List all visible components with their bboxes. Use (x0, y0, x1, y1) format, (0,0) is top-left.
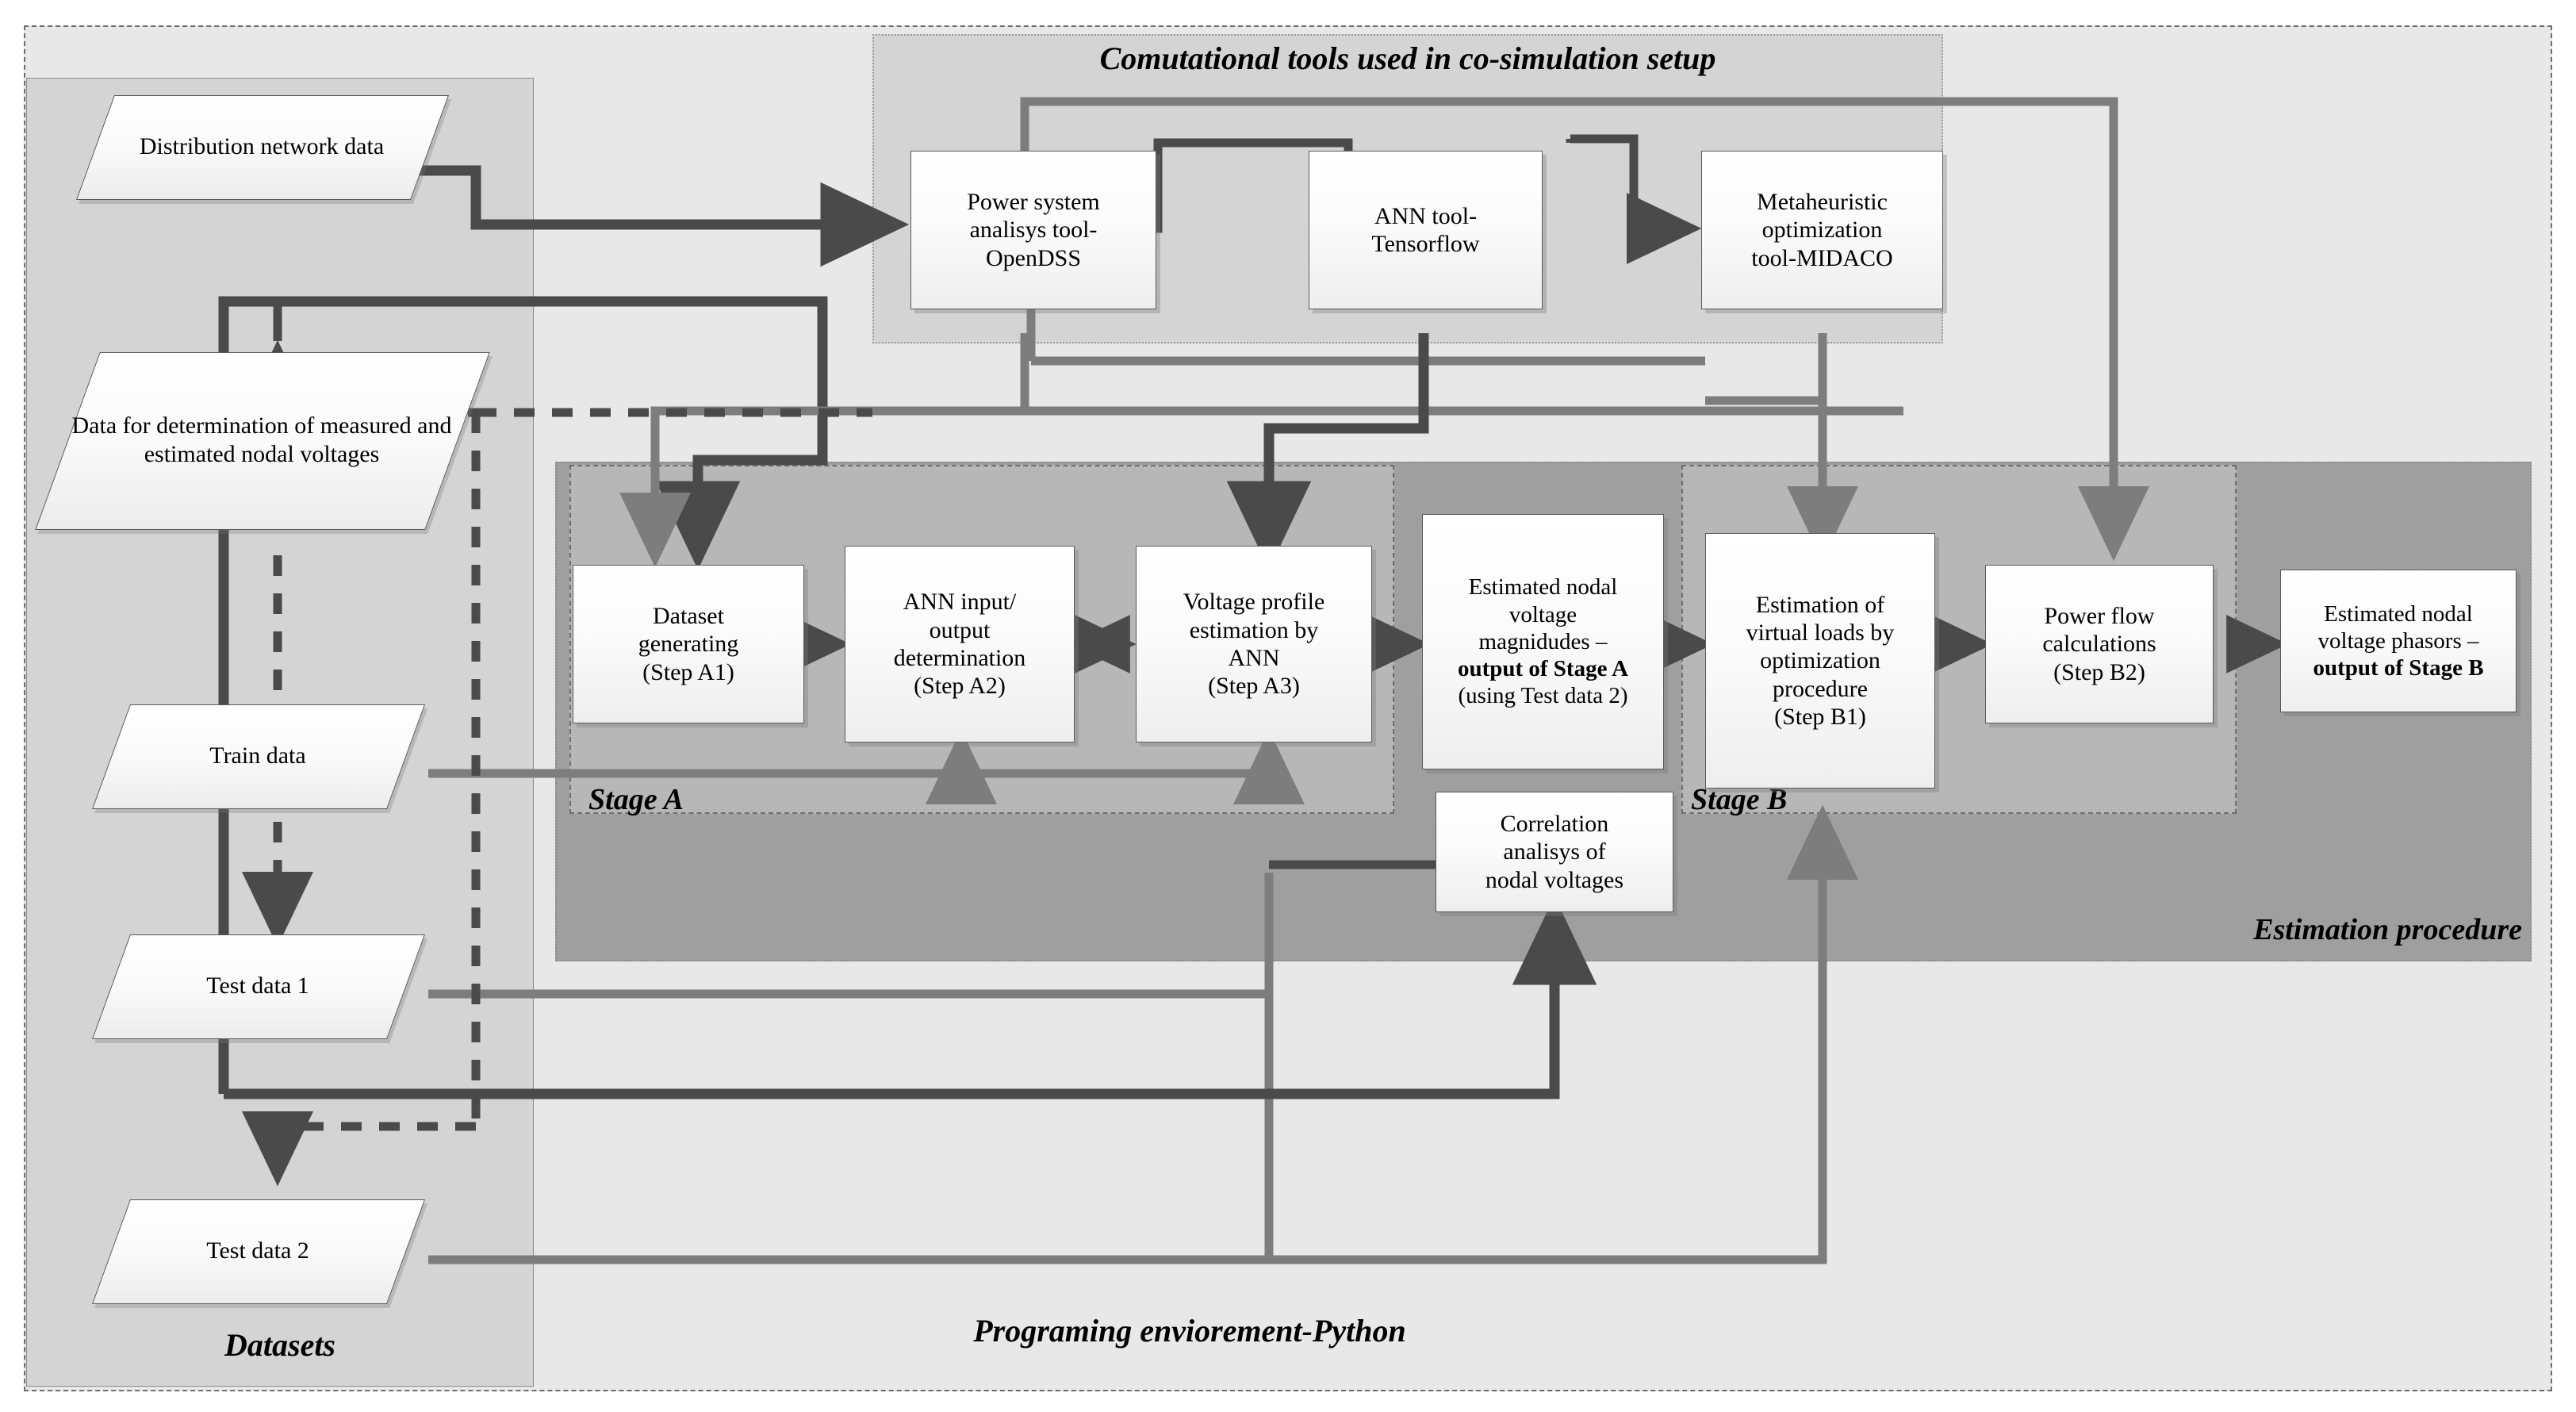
node-opendss[interactable]: Power system analisys tool- OpenDSS (910, 151, 1156, 309)
stage-b-title: Stage B (1691, 783, 1788, 816)
node-test-data-2[interactable]: Test data 2 (91, 1199, 426, 1304)
node-step-b2[interactable]: Power flow calculations (Step B2) (1985, 565, 2214, 723)
computational-tools-title: Comutational tools used in co-simulation… (1099, 40, 1716, 76)
estimation-procedure-title: Estimation procedure (2253, 913, 2522, 946)
node-correlation-analysis[interactable]: Correlation analisys of nodal voltages (1436, 792, 1673, 912)
node-label: Data for determination of measured and e… (71, 412, 452, 467)
line-5: (using Test data 2) (1458, 683, 1628, 709)
node-tensorflow[interactable]: ANN tool- Tensorflow (1309, 151, 1543, 309)
node-stage-a-output[interactable]: Estimated nodal voltage magnidudes – out… (1422, 514, 1664, 769)
node-label: Train data (209, 742, 306, 769)
node-step-a3[interactable]: Voltage profile estimation by ANN (Step … (1136, 546, 1372, 742)
node-step-a1[interactable]: Dataset generating (Step A1) (573, 565, 804, 723)
node-train-data[interactable]: Train data (91, 704, 426, 809)
node-distribution-network-data[interactable]: Distribution network data (75, 95, 450, 200)
node-step-b1[interactable]: Estimation of virtual loads by optimizat… (1705, 533, 1935, 788)
line-4-bold: output of Stage A (1457, 656, 1629, 682)
node-label: Test data 1 (206, 973, 309, 999)
node-test-data-1[interactable]: Test data 1 (91, 934, 426, 1039)
programming-environment-title: Programing enviorement-Python (973, 1313, 1406, 1349)
line-1: Estimated nodal (2324, 600, 2473, 627)
node-data-for-determination[interactable]: Data for determination of measured and e… (35, 352, 490, 530)
line-2: voltage phasors – (2317, 627, 2479, 654)
node-midaco[interactable]: Metaheuristic optimization tool-MIDACO (1701, 151, 1943, 309)
line-2: voltage (1508, 601, 1577, 627)
node-label: Test data 2 (206, 1237, 309, 1264)
line-3-bold: output of Stage B (2313, 655, 2484, 681)
node-label: Distribution network data (139, 133, 385, 159)
line-3: magnidudes – (1478, 628, 1608, 654)
stage-a-title: Stage A (588, 783, 684, 816)
node-step-a2[interactable]: ANN input/ output determination (Step A2… (845, 546, 1075, 742)
datasets-title: Datasets (224, 1327, 335, 1363)
line-1: Estimated nodal (1468, 574, 1618, 600)
node-stage-b-output[interactable]: Estimated nodal voltage phasors – output… (2280, 570, 2517, 712)
